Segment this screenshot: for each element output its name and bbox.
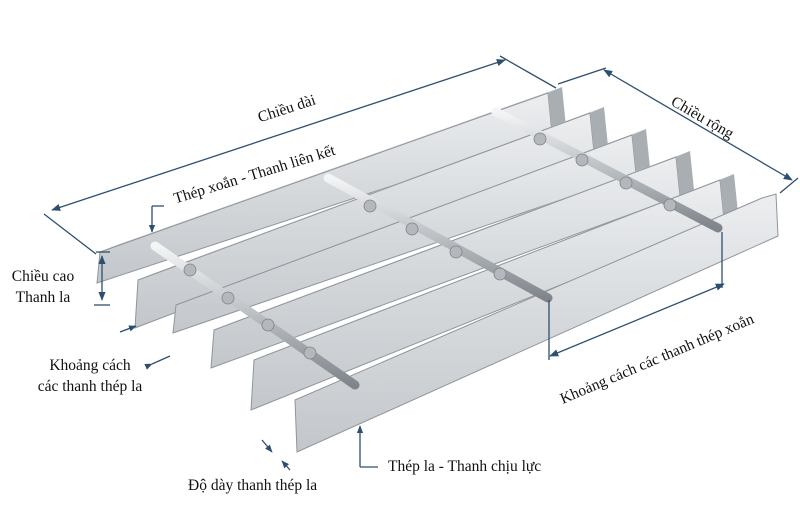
length-dimension-line: [51, 59, 506, 211]
bar-spacing-label-line2: các thanh thép la: [37, 378, 143, 395]
bearing-bar-label: Thép la - Thanh chịu lực: [388, 458, 542, 475]
dimension-lines: [43, 55, 799, 471]
bar-height-label-line2: Thanh la: [15, 289, 71, 306]
cross-bar-spacing-dimension-line: [549, 283, 725, 357]
bearing-bar-front: [294, 193, 779, 453]
bearing-bars: [96, 87, 779, 453]
bar-spacing-label: Khoảng cách các thanh thép la: [20, 355, 160, 397]
bar-spacing-label-line1: Khoảng cách: [49, 357, 131, 374]
width-dimension-line: [603, 69, 793, 181]
bar-height-label-line1: Chiều cao: [11, 268, 75, 285]
bar-thickness-label: Độ dày thanh thép la: [188, 477, 318, 494]
bar-height-label: Chiều cao Thanh la: [6, 266, 80, 308]
